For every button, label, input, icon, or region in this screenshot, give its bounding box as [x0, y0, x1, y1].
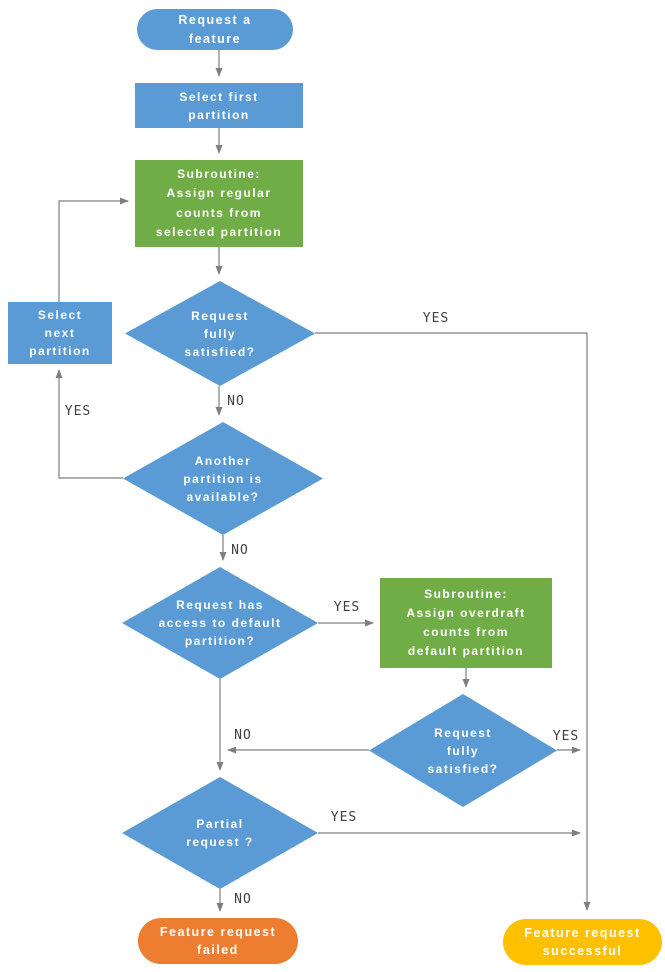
node-start-terminator: Request a feature: [137, 9, 293, 50]
edge-label-d2-no: NO: [231, 543, 249, 558]
node-subroutine-assign-regular: Subroutine: Assign regular counts from s…: [135, 160, 303, 247]
node-select-next-partition: Select next partition: [8, 302, 112, 364]
edge-select-next-to-sub-regular: [58, 197, 129, 302]
edge-label-d1-no: NO: [227, 394, 245, 409]
edge-label-d4-yes: YES: [552, 729, 580, 744]
node-select-first-partition: Select first partition: [135, 83, 303, 128]
edge-label-d1-yes: YES: [422, 311, 450, 326]
edge-label-d5-no: NO: [234, 892, 252, 907]
node-subroutine-assign-overdraft: Subroutine: Assign overdraft counts from…: [380, 578, 552, 668]
edge-label-d2-yes: YES: [64, 404, 92, 419]
edge-d-satisfied1-yes-to-successful: [315, 332, 591, 911]
edge-d-another-yes-to-select-next: [55, 369, 123, 479]
edge-label-d3-yes: YES: [333, 600, 361, 615]
edge-label-d5-yes: YES: [330, 810, 358, 825]
edge-label-d4-no: NO: [234, 728, 252, 743]
node-feature-request-successful: Feature request successful: [503, 919, 662, 965]
node-feature-request-failed: Feature request failed: [138, 918, 298, 964]
